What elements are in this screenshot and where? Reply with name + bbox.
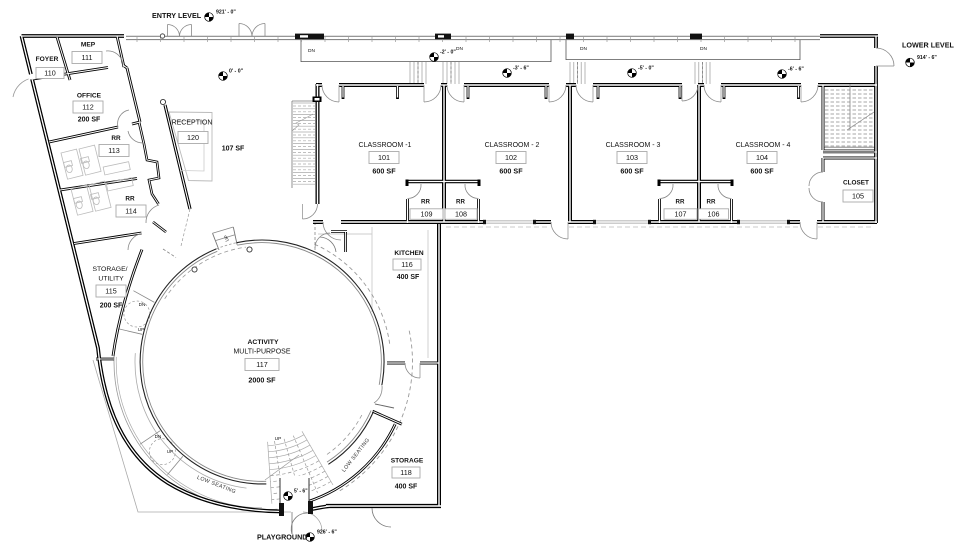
- svg-text:102: 102: [505, 153, 517, 162]
- svg-text:0' - 0": 0' - 0": [229, 69, 244, 75]
- svg-text:-5' - 0": -5' - 0": [638, 66, 654, 72]
- svg-text:-3' - 6": -3' - 6": [513, 66, 529, 72]
- svg-text:914' - 6": 914' - 6": [917, 55, 937, 61]
- svg-text:CLASSROOM - 4: CLASSROOM - 4: [736, 142, 791, 149]
- svg-text:UP: UP: [138, 327, 144, 332]
- svg-text:UP: UP: [275, 436, 282, 442]
- svg-text:200 SF: 200 SF: [78, 117, 101, 124]
- svg-text:600 SF: 600 SF: [372, 167, 396, 176]
- svg-text:112: 112: [82, 103, 93, 112]
- svg-text:CLOSET: CLOSET: [843, 180, 869, 187]
- svg-text:200 SF: 200 SF: [100, 303, 123, 310]
- svg-text:116: 116: [401, 260, 412, 269]
- svg-text:CLASSROOM -1: CLASSROOM -1: [359, 142, 412, 149]
- svg-text:400 SF: 400 SF: [397, 274, 420, 281]
- svg-text:MEP: MEP: [81, 42, 96, 49]
- svg-text:600 SF: 600 SF: [750, 167, 774, 176]
- svg-text:DN: DN: [308, 48, 315, 54]
- svg-text:DN: DN: [580, 46, 587, 52]
- svg-text:RR: RR: [676, 199, 685, 206]
- svg-text:400 SF: 400 SF: [395, 484, 418, 491]
- svg-text:DN: DN: [155, 434, 162, 439]
- svg-text:RR: RR: [125, 196, 135, 203]
- svg-text:CLASSROOM - 3: CLASSROOM - 3: [606, 142, 661, 149]
- svg-text:RR: RR: [421, 199, 430, 206]
- svg-text:MULTI-PURPOSE: MULTI-PURPOSE: [233, 349, 290, 356]
- svg-text:108: 108: [455, 210, 467, 219]
- svg-text:103: 103: [626, 153, 638, 162]
- svg-text:-6' - 6": -6' - 6": [788, 67, 804, 73]
- svg-text:DN: DN: [456, 46, 463, 52]
- svg-text:118: 118: [400, 468, 411, 477]
- svg-text:UTILITY: UTILITY: [98, 276, 124, 283]
- svg-text:117: 117: [256, 360, 267, 369]
- svg-text:LOWER LEVEL: LOWER LEVEL: [902, 41, 955, 50]
- svg-text:DN: DN: [139, 302, 146, 307]
- svg-text:RR: RR: [456, 199, 465, 206]
- svg-text:ENTRY LEVEL: ENTRY LEVEL: [152, 11, 202, 20]
- svg-text:FOYER: FOYER: [36, 56, 59, 63]
- svg-text:RR: RR: [707, 199, 716, 206]
- svg-text:115: 115: [105, 287, 116, 296]
- svg-text:STORAGE/: STORAGE/: [93, 266, 128, 273]
- svg-text:RR: RR: [111, 135, 121, 142]
- svg-text:UP: UP: [223, 235, 229, 242]
- svg-text:KITCHEN: KITCHEN: [394, 250, 424, 257]
- svg-text:106: 106: [708, 210, 720, 219]
- svg-text:113: 113: [108, 146, 119, 155]
- svg-text:107: 107: [675, 210, 687, 219]
- svg-text:PLAYGROUND: PLAYGROUND: [257, 533, 307, 542]
- svg-text:921' - 0": 921' - 0": [216, 10, 236, 16]
- svg-text:RECEPTION: RECEPTION: [172, 120, 213, 127]
- svg-text:600 SF: 600 SF: [499, 167, 523, 176]
- svg-text:104: 104: [756, 153, 768, 162]
- svg-text:CLASSROOM - 2: CLASSROOM - 2: [485, 142, 540, 149]
- svg-text:926' - 6": 926' - 6": [317, 530, 337, 536]
- svg-text:101: 101: [378, 153, 390, 162]
- svg-text:5' - 6": 5' - 6": [294, 489, 308, 495]
- svg-text:107 SF: 107 SF: [222, 146, 245, 153]
- svg-text:ACTIVITY: ACTIVITY: [248, 339, 279, 346]
- svg-text:2000 SF: 2000 SF: [248, 376, 276, 385]
- svg-text:120: 120: [187, 133, 199, 142]
- svg-text:109: 109: [421, 210, 433, 219]
- svg-text:111: 111: [82, 53, 93, 62]
- svg-text:114: 114: [125, 207, 136, 216]
- svg-text:OFFICE: OFFICE: [77, 93, 102, 100]
- svg-text:DN: DN: [700, 46, 707, 52]
- svg-text:STORAGE: STORAGE: [391, 458, 424, 465]
- svg-text:600 SF: 600 SF: [620, 167, 644, 176]
- svg-text:110: 110: [44, 69, 55, 78]
- svg-text:-2' - 0": -2' - 0": [440, 50, 456, 56]
- svg-text:UP: UP: [167, 449, 173, 454]
- svg-text:105: 105: [852, 192, 864, 201]
